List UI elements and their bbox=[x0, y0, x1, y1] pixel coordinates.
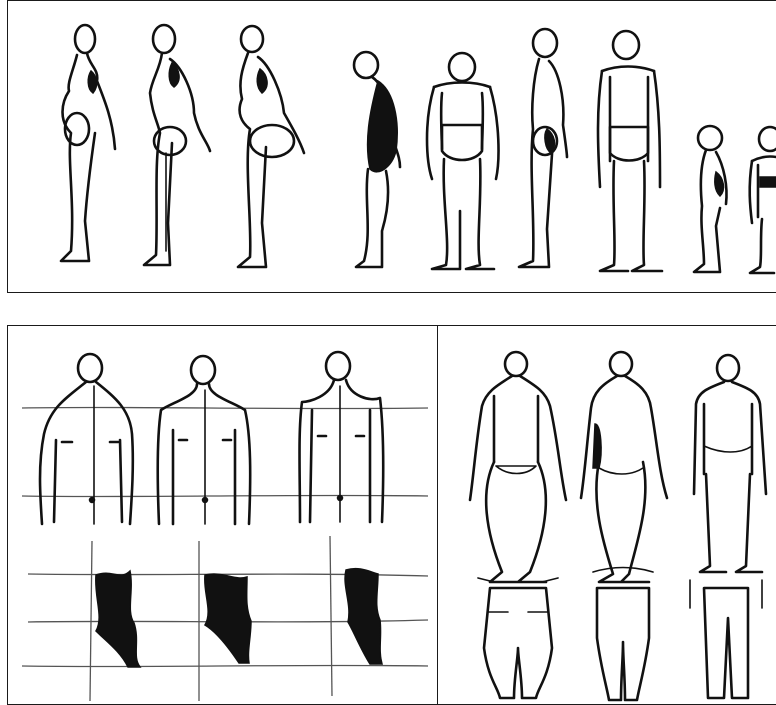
figure-side-1 bbox=[61, 25, 115, 261]
trouser-fit-panel bbox=[437, 325, 776, 705]
trousers-2 bbox=[593, 568, 653, 701]
figure-side-3 bbox=[238, 26, 304, 267]
fit-figure-1 bbox=[470, 352, 566, 582]
figure-front-5 bbox=[427, 53, 498, 269]
posture-figures-panel bbox=[7, 0, 776, 293]
figure-side-6 bbox=[519, 29, 567, 267]
trousers-3 bbox=[690, 580, 762, 698]
figure-front-7 bbox=[598, 31, 662, 271]
profile-shade-3 bbox=[330, 536, 382, 696]
back-figure-3 bbox=[300, 352, 384, 522]
trousers-1 bbox=[478, 578, 558, 698]
figure-side-2 bbox=[144, 25, 210, 265]
shoulder-comparison-drawing bbox=[8, 326, 439, 705]
figure-child-front-9 bbox=[750, 127, 776, 273]
fit-figure-3 bbox=[694, 355, 766, 572]
trouser-fit-drawing bbox=[438, 326, 776, 705]
fit-figure-2 bbox=[581, 352, 667, 582]
figure-side-4-stooped bbox=[354, 52, 400, 267]
figure-child-side-8 bbox=[694, 126, 727, 272]
shoulder-comparison-panel bbox=[7, 325, 439, 705]
posture-figures-drawing bbox=[8, 1, 776, 293]
back-figure-1 bbox=[40, 354, 133, 524]
back-figure-2 bbox=[158, 356, 251, 524]
profile-shade-2 bbox=[199, 541, 251, 701]
